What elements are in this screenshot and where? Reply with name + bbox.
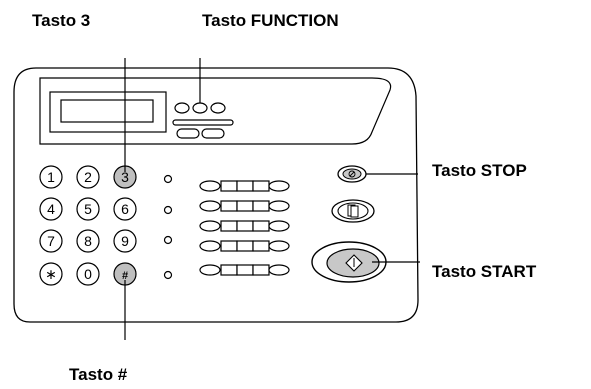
- callout-start: Tasto START: [432, 262, 537, 281]
- speed-dial-row[interactable]: [199, 264, 290, 276]
- key-star[interactable]: ∗: [39, 262, 63, 286]
- speed-dial-left-oval[interactable]: [199, 240, 221, 252]
- speed-dial-row[interactable]: [199, 220, 290, 232]
- speed-dial-row[interactable]: [199, 200, 290, 212]
- speed-dial-keys: [199, 180, 290, 276]
- top-wide-button-2[interactable]: [201, 128, 225, 139]
- speed-dial-key[interactable]: [220, 180, 238, 192]
- key-label: 5: [84, 201, 92, 217]
- start-button[interactable]: [311, 241, 387, 283]
- key-label: 9: [121, 233, 129, 249]
- speed-dial-key[interactable]: [252, 180, 270, 192]
- function-button[interactable]: [192, 102, 208, 114]
- key-label: 4: [47, 201, 55, 217]
- led-2: [163, 205, 173, 215]
- key-8[interactable]: 8: [76, 229, 100, 253]
- lcd-display: [60, 99, 154, 123]
- speed-dial-row[interactable]: [199, 240, 290, 252]
- start-diamond-icon: [345, 254, 363, 272]
- speed-dial-left-oval[interactable]: [199, 220, 221, 232]
- key-0[interactable]: 0: [76, 262, 100, 286]
- key-label: 3: [121, 169, 129, 185]
- key-label: 0: [84, 266, 92, 282]
- callout-key3: Tasto 3: [32, 11, 91, 30]
- key-label: 8: [84, 233, 92, 249]
- speed-dial-left-oval[interactable]: [199, 180, 221, 192]
- stop-icon: [348, 170, 356, 178]
- speed-dial-key[interactable]: [220, 240, 238, 252]
- key-5[interactable]: 5: [76, 197, 100, 221]
- speed-dial-right-oval[interactable]: [268, 200, 290, 212]
- speed-dial-key[interactable]: [252, 220, 270, 232]
- speed-dial-key[interactable]: [220, 200, 238, 212]
- top-wide-button-1[interactable]: [176, 128, 200, 139]
- speed-dial-key[interactable]: [236, 220, 254, 232]
- top-button-3[interactable]: [210, 102, 226, 114]
- key-label: 2: [84, 169, 92, 185]
- callout-stop: Tasto STOP: [432, 161, 527, 180]
- copy-icon: [347, 204, 359, 218]
- keypad: 1 2 3 4 5 6 7 8 9 ∗ 0 #: [39, 165, 137, 286]
- key-6[interactable]: 6: [113, 197, 137, 221]
- speed-dial-key[interactable]: [220, 220, 238, 232]
- speed-dial-left-oval[interactable]: [199, 200, 221, 212]
- led-1: [163, 174, 173, 184]
- key-label: #: [122, 270, 128, 282]
- top-button-1[interactable]: [174, 102, 190, 114]
- callout-function: Tasto FUNCTION: [202, 11, 339, 30]
- key-label: ∗: [45, 266, 57, 282]
- speed-dial-right-oval[interactable]: [268, 220, 290, 232]
- speed-dial-key[interactable]: [236, 180, 254, 192]
- copy-button[interactable]: [331, 199, 375, 223]
- speed-dial-key[interactable]: [236, 200, 254, 212]
- key-7[interactable]: 7: [39, 229, 63, 253]
- speed-dial-left-oval[interactable]: [199, 264, 221, 276]
- key-9[interactable]: 9: [113, 229, 137, 253]
- speed-dial-key[interactable]: [252, 264, 270, 276]
- key-1[interactable]: 1: [39, 165, 63, 189]
- stop-button[interactable]: [337, 165, 367, 183]
- key-label: 6: [121, 201, 129, 217]
- indicator-leds: [163, 174, 173, 280]
- speed-dial-key[interactable]: [252, 200, 270, 212]
- speed-dial-key[interactable]: [236, 264, 254, 276]
- speed-dial-row[interactable]: [199, 180, 290, 192]
- key-label: 1: [47, 169, 55, 185]
- key-2[interactable]: 2: [76, 165, 100, 189]
- speed-dial-right-oval[interactable]: [268, 180, 290, 192]
- top-slot: [172, 119, 234, 126]
- key-4[interactable]: 4: [39, 197, 63, 221]
- speed-dial-right-oval[interactable]: [268, 264, 290, 276]
- speed-dial-key[interactable]: [236, 240, 254, 252]
- callout-hash: Tasto #: [69, 365, 128, 384]
- key-label: 7: [47, 233, 55, 249]
- speed-dial-key[interactable]: [252, 240, 270, 252]
- speed-dial-right-oval[interactable]: [268, 240, 290, 252]
- speed-dial-key[interactable]: [220, 264, 238, 276]
- led-3: [163, 235, 173, 245]
- led-4: [163, 270, 173, 280]
